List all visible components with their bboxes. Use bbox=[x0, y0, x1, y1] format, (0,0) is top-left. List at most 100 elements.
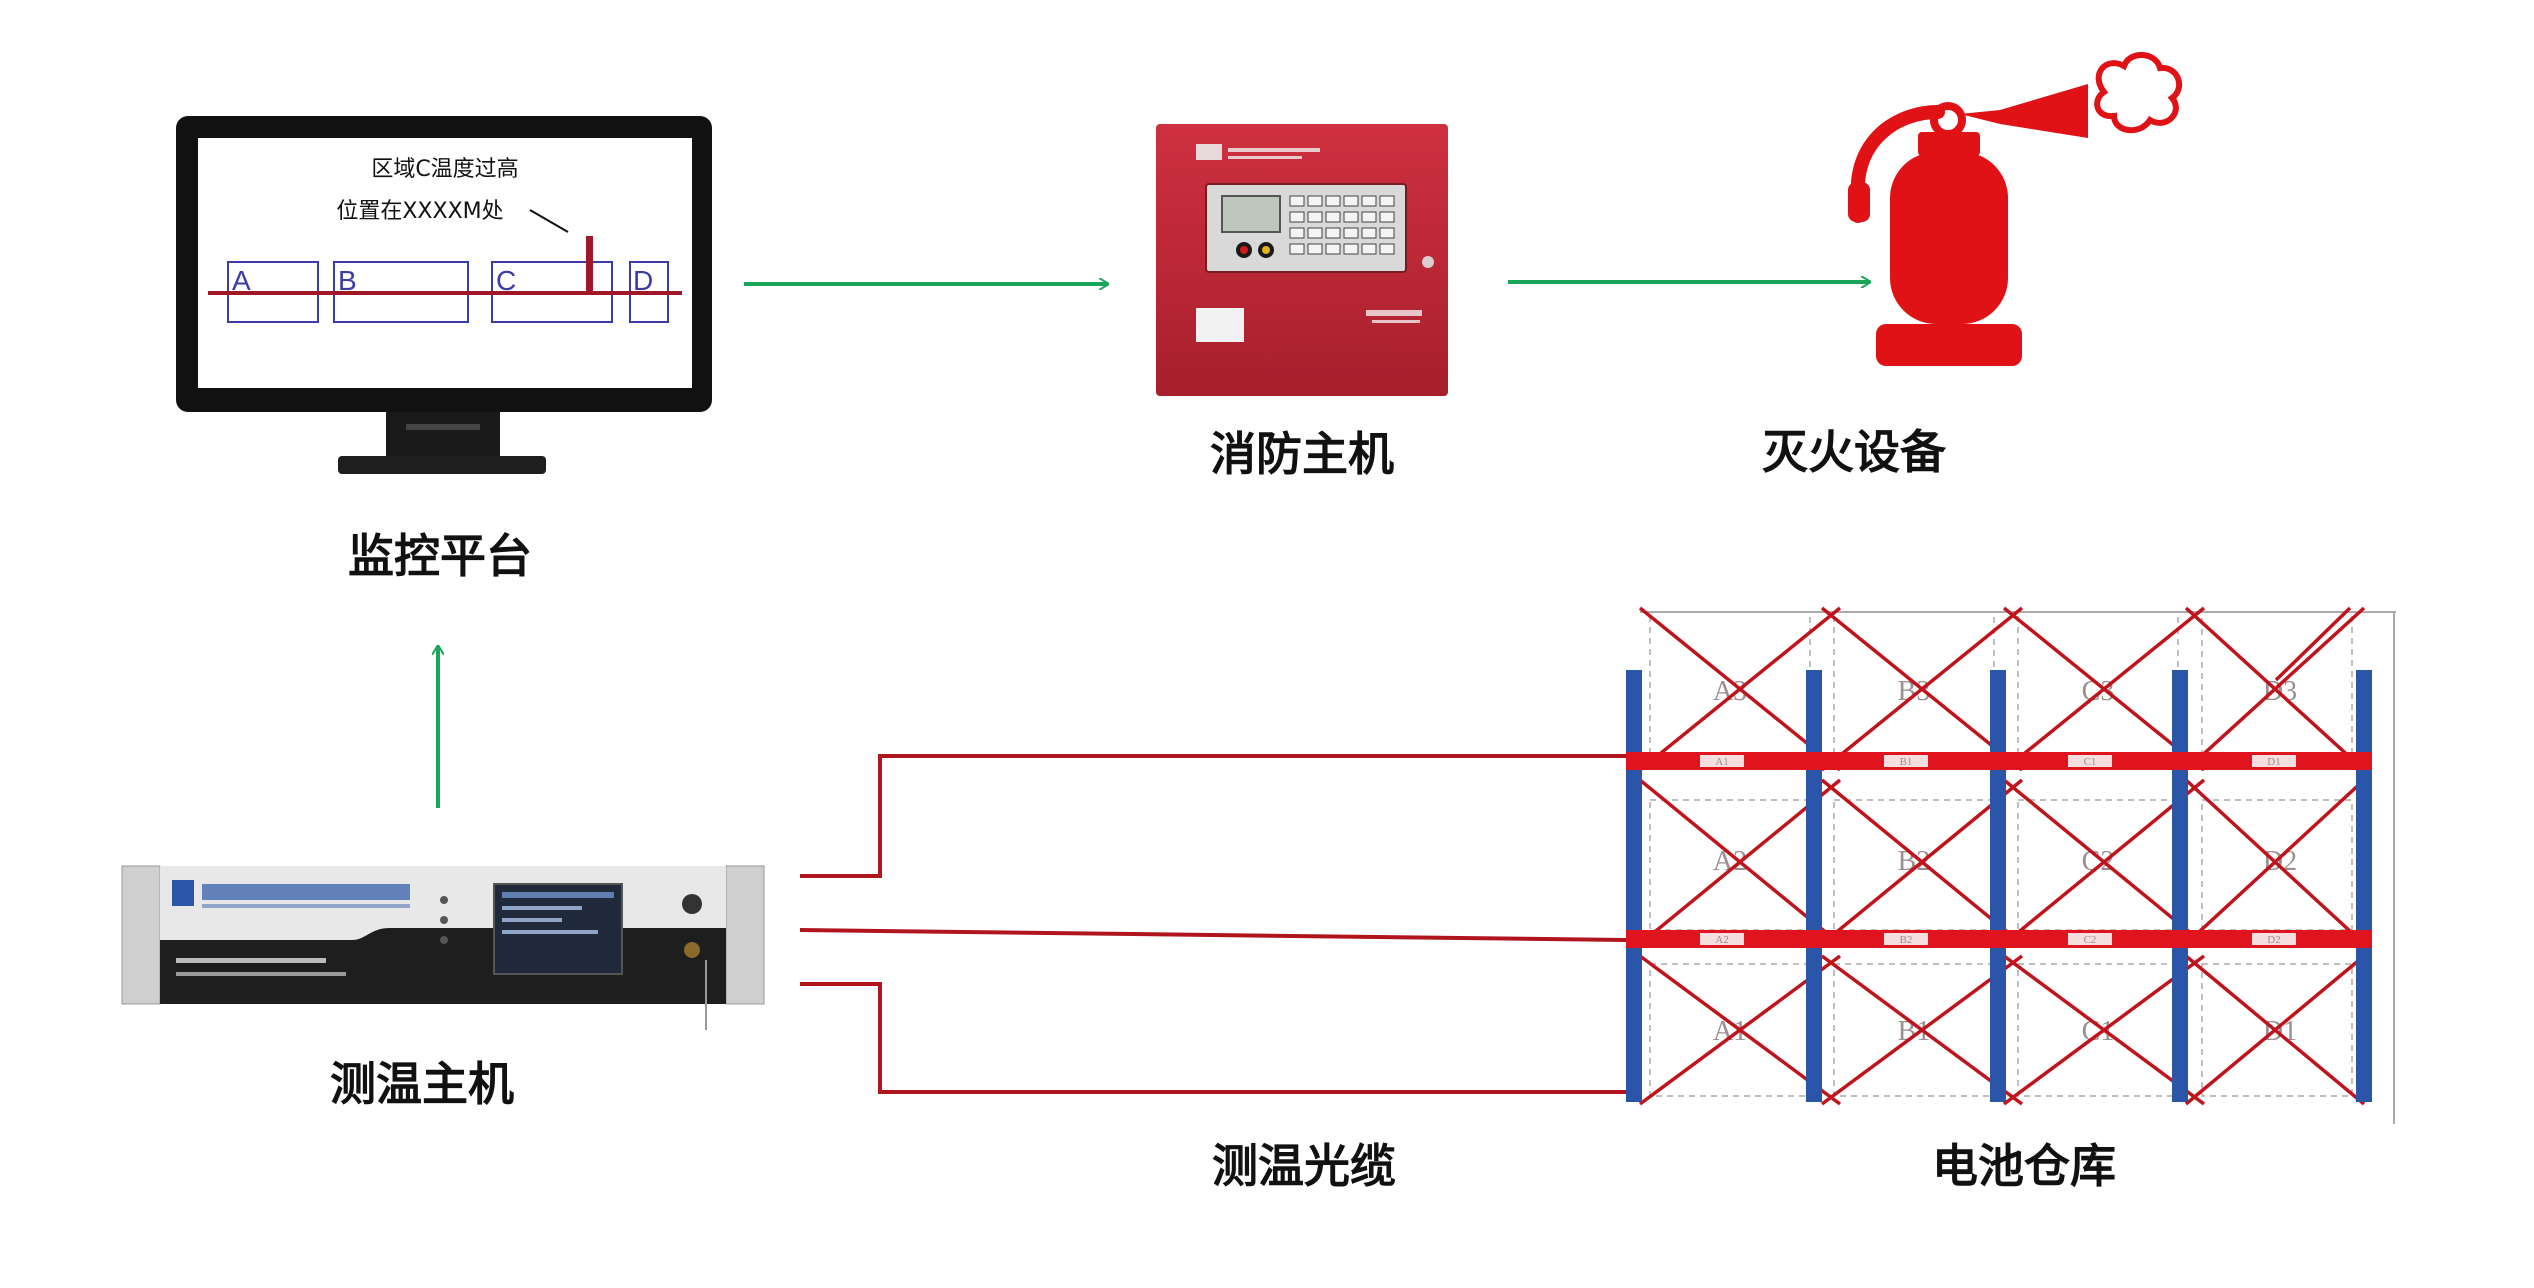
company-logo-icon bbox=[172, 880, 194, 906]
fire-host-caption: 消防主机 bbox=[1210, 427, 1394, 481]
rack-ear-left bbox=[121, 865, 161, 1005]
monitor-base bbox=[338, 456, 546, 474]
beam-tag bbox=[1700, 933, 1744, 945]
product-name-text bbox=[176, 958, 326, 963]
status-led bbox=[440, 916, 448, 924]
rack-upright bbox=[2172, 670, 2188, 1102]
rack-beam-lower bbox=[1626, 930, 2372, 948]
extinguisher-collar bbox=[1918, 132, 1980, 156]
panel-brand-text bbox=[1366, 310, 1422, 316]
cross-brace bbox=[1820, 606, 2024, 772]
beam-tag-label: C1 bbox=[2084, 756, 2097, 768]
fire-alarm-panel bbox=[1156, 124, 1448, 396]
beam-tag bbox=[2068, 933, 2112, 945]
display-line bbox=[502, 918, 562, 922]
beam-tag-label: D1 bbox=[2267, 756, 2280, 768]
device-display bbox=[493, 883, 623, 975]
cross-brace bbox=[2274, 606, 2352, 682]
extinguisher-caption: 灭火设备 bbox=[1762, 425, 1947, 479]
monitor-neck bbox=[386, 412, 500, 460]
cable-caption: 测温光缆 bbox=[1212, 1139, 1396, 1193]
panel-red-indicator-led bbox=[1240, 246, 1248, 254]
extinguisher-hose bbox=[1851, 105, 1945, 223]
rack-upright bbox=[1806, 670, 1822, 1102]
bay-label: C2 bbox=[2082, 846, 2115, 877]
extinguisher-nozzle bbox=[1960, 84, 2088, 138]
panel-lock bbox=[1422, 256, 1434, 268]
panel-keypad bbox=[1289, 195, 1395, 255]
fiber-cable-upper bbox=[800, 754, 1626, 878]
rack-upright bbox=[2356, 670, 2372, 1102]
fiber-cable-lower bbox=[800, 982, 1626, 1094]
rack-uprights bbox=[1626, 670, 2372, 1102]
bay-label: B2 bbox=[1898, 846, 1931, 877]
extinguisher-hose-tip bbox=[1848, 182, 1870, 222]
dts-host bbox=[121, 865, 765, 1030]
beam-tag bbox=[2252, 933, 2296, 945]
cross-brace bbox=[2184, 954, 2366, 1106]
beam-tag-label: A1 bbox=[1715, 756, 1728, 768]
alarm-pointer bbox=[529, 209, 569, 233]
company-name-subtext bbox=[202, 904, 410, 908]
panel-brand-subtext bbox=[1372, 320, 1420, 323]
monitor-neck-highlight bbox=[406, 424, 480, 430]
cross-braces bbox=[1638, 606, 2366, 1106]
alarm-line-1: 区域C温度过高 bbox=[371, 157, 518, 182]
fiber-cable-middle bbox=[799, 928, 1627, 942]
fiber-port bbox=[684, 942, 700, 958]
beam-tag-label: B2 bbox=[1900, 934, 1913, 946]
cross-brace bbox=[1820, 954, 2024, 1106]
monitor-caption: 监控平台 bbox=[348, 529, 532, 583]
battery-rack: A3 B3 C3 D3 A2 B2 C2 D2 A1 B1 C1 D1 bbox=[1626, 606, 2396, 1124]
extinguisher-icon bbox=[1848, 52, 2183, 366]
display-header bbox=[502, 892, 614, 898]
product-english-text bbox=[176, 972, 346, 976]
alarm-line-2: 位置在XXXXM处 bbox=[336, 199, 503, 224]
beam-tag-label: D2 bbox=[2267, 934, 2280, 946]
beam-tag bbox=[1884, 755, 1928, 767]
beam-tag-label: C2 bbox=[2084, 934, 2097, 946]
beam-tag-label: A2 bbox=[1715, 934, 1728, 946]
flow-arrows bbox=[438, 282, 1870, 808]
panel-label-plate bbox=[1196, 308, 1244, 342]
zone-label-a: A bbox=[232, 265, 251, 296]
company-name-text bbox=[202, 884, 410, 900]
smoke-puff-icon bbox=[2094, 52, 2183, 133]
cross-brace bbox=[2184, 606, 2366, 772]
panel-model-text bbox=[1228, 148, 1320, 152]
cross-brace bbox=[2184, 778, 2366, 946]
beam-tag bbox=[1700, 755, 1744, 767]
cross-brace bbox=[2002, 778, 2206, 946]
rack-upright bbox=[1990, 670, 2006, 1102]
beam-tags: A1 B1 C1 D1 A2 B2 C2 D2 bbox=[1700, 755, 2296, 946]
sensing-fiber-cables bbox=[799, 754, 1627, 1094]
panel-model-subtext bbox=[1228, 156, 1302, 159]
beam-tag-label: B1 bbox=[1900, 756, 1913, 768]
cross-brace bbox=[2002, 954, 2206, 1106]
display-line bbox=[502, 906, 582, 910]
panel-yellow-indicator-led bbox=[1262, 246, 1270, 254]
panel-logo bbox=[1196, 144, 1222, 160]
rack-beams bbox=[1626, 752, 2372, 948]
dts-host-caption: 测温主机 bbox=[330, 1057, 514, 1111]
zone-label-c: C bbox=[496, 265, 516, 296]
cross-brace bbox=[1820, 778, 2024, 946]
warehouse-caption: 电池仓库 bbox=[1932, 1139, 2116, 1193]
zone-label-d: D bbox=[633, 265, 653, 296]
display-line bbox=[502, 930, 598, 934]
rack-ear-right bbox=[725, 865, 765, 1005]
power-switch bbox=[682, 894, 702, 914]
panel-lcd bbox=[1221, 195, 1281, 233]
rack-beam-upper bbox=[1626, 752, 2372, 770]
beam-tag bbox=[2252, 755, 2296, 767]
cross-brace bbox=[2002, 606, 2206, 772]
beam-tag bbox=[2068, 755, 2112, 767]
extinguisher-base bbox=[1876, 324, 2022, 366]
bay-label: D2 bbox=[2263, 846, 2297, 877]
extinguisher-body bbox=[1890, 152, 2008, 324]
zone-label-b: B bbox=[338, 265, 357, 296]
bay-d1 bbox=[2201, 963, 2353, 1097]
status-led bbox=[440, 896, 448, 904]
beam-tag bbox=[1884, 933, 1928, 945]
